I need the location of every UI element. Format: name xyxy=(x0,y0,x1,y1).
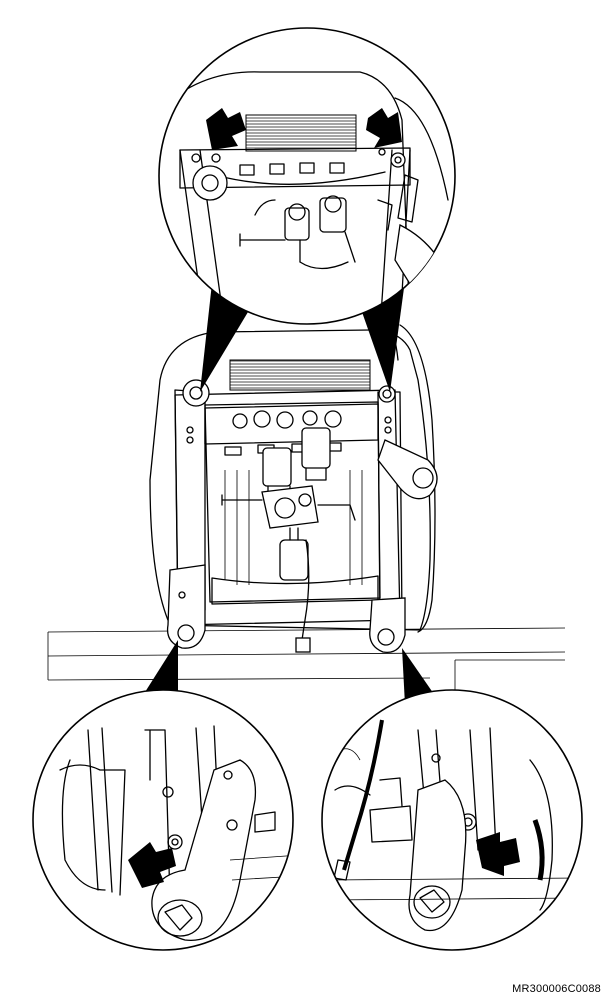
bottom-left-detail xyxy=(32,689,294,951)
figure-reference-code: MR300006C0088 xyxy=(512,983,601,995)
bottom-right-detail xyxy=(321,689,583,951)
arrow-top-left xyxy=(206,108,246,150)
floor-rails xyxy=(47,627,566,700)
arrow-bottom-right xyxy=(476,832,520,876)
callout-wedges xyxy=(140,283,438,705)
arrow-top-right xyxy=(366,108,402,148)
arrow-bottom-left xyxy=(128,842,176,888)
top-detail xyxy=(158,27,456,325)
seat-back-frame xyxy=(149,317,438,654)
